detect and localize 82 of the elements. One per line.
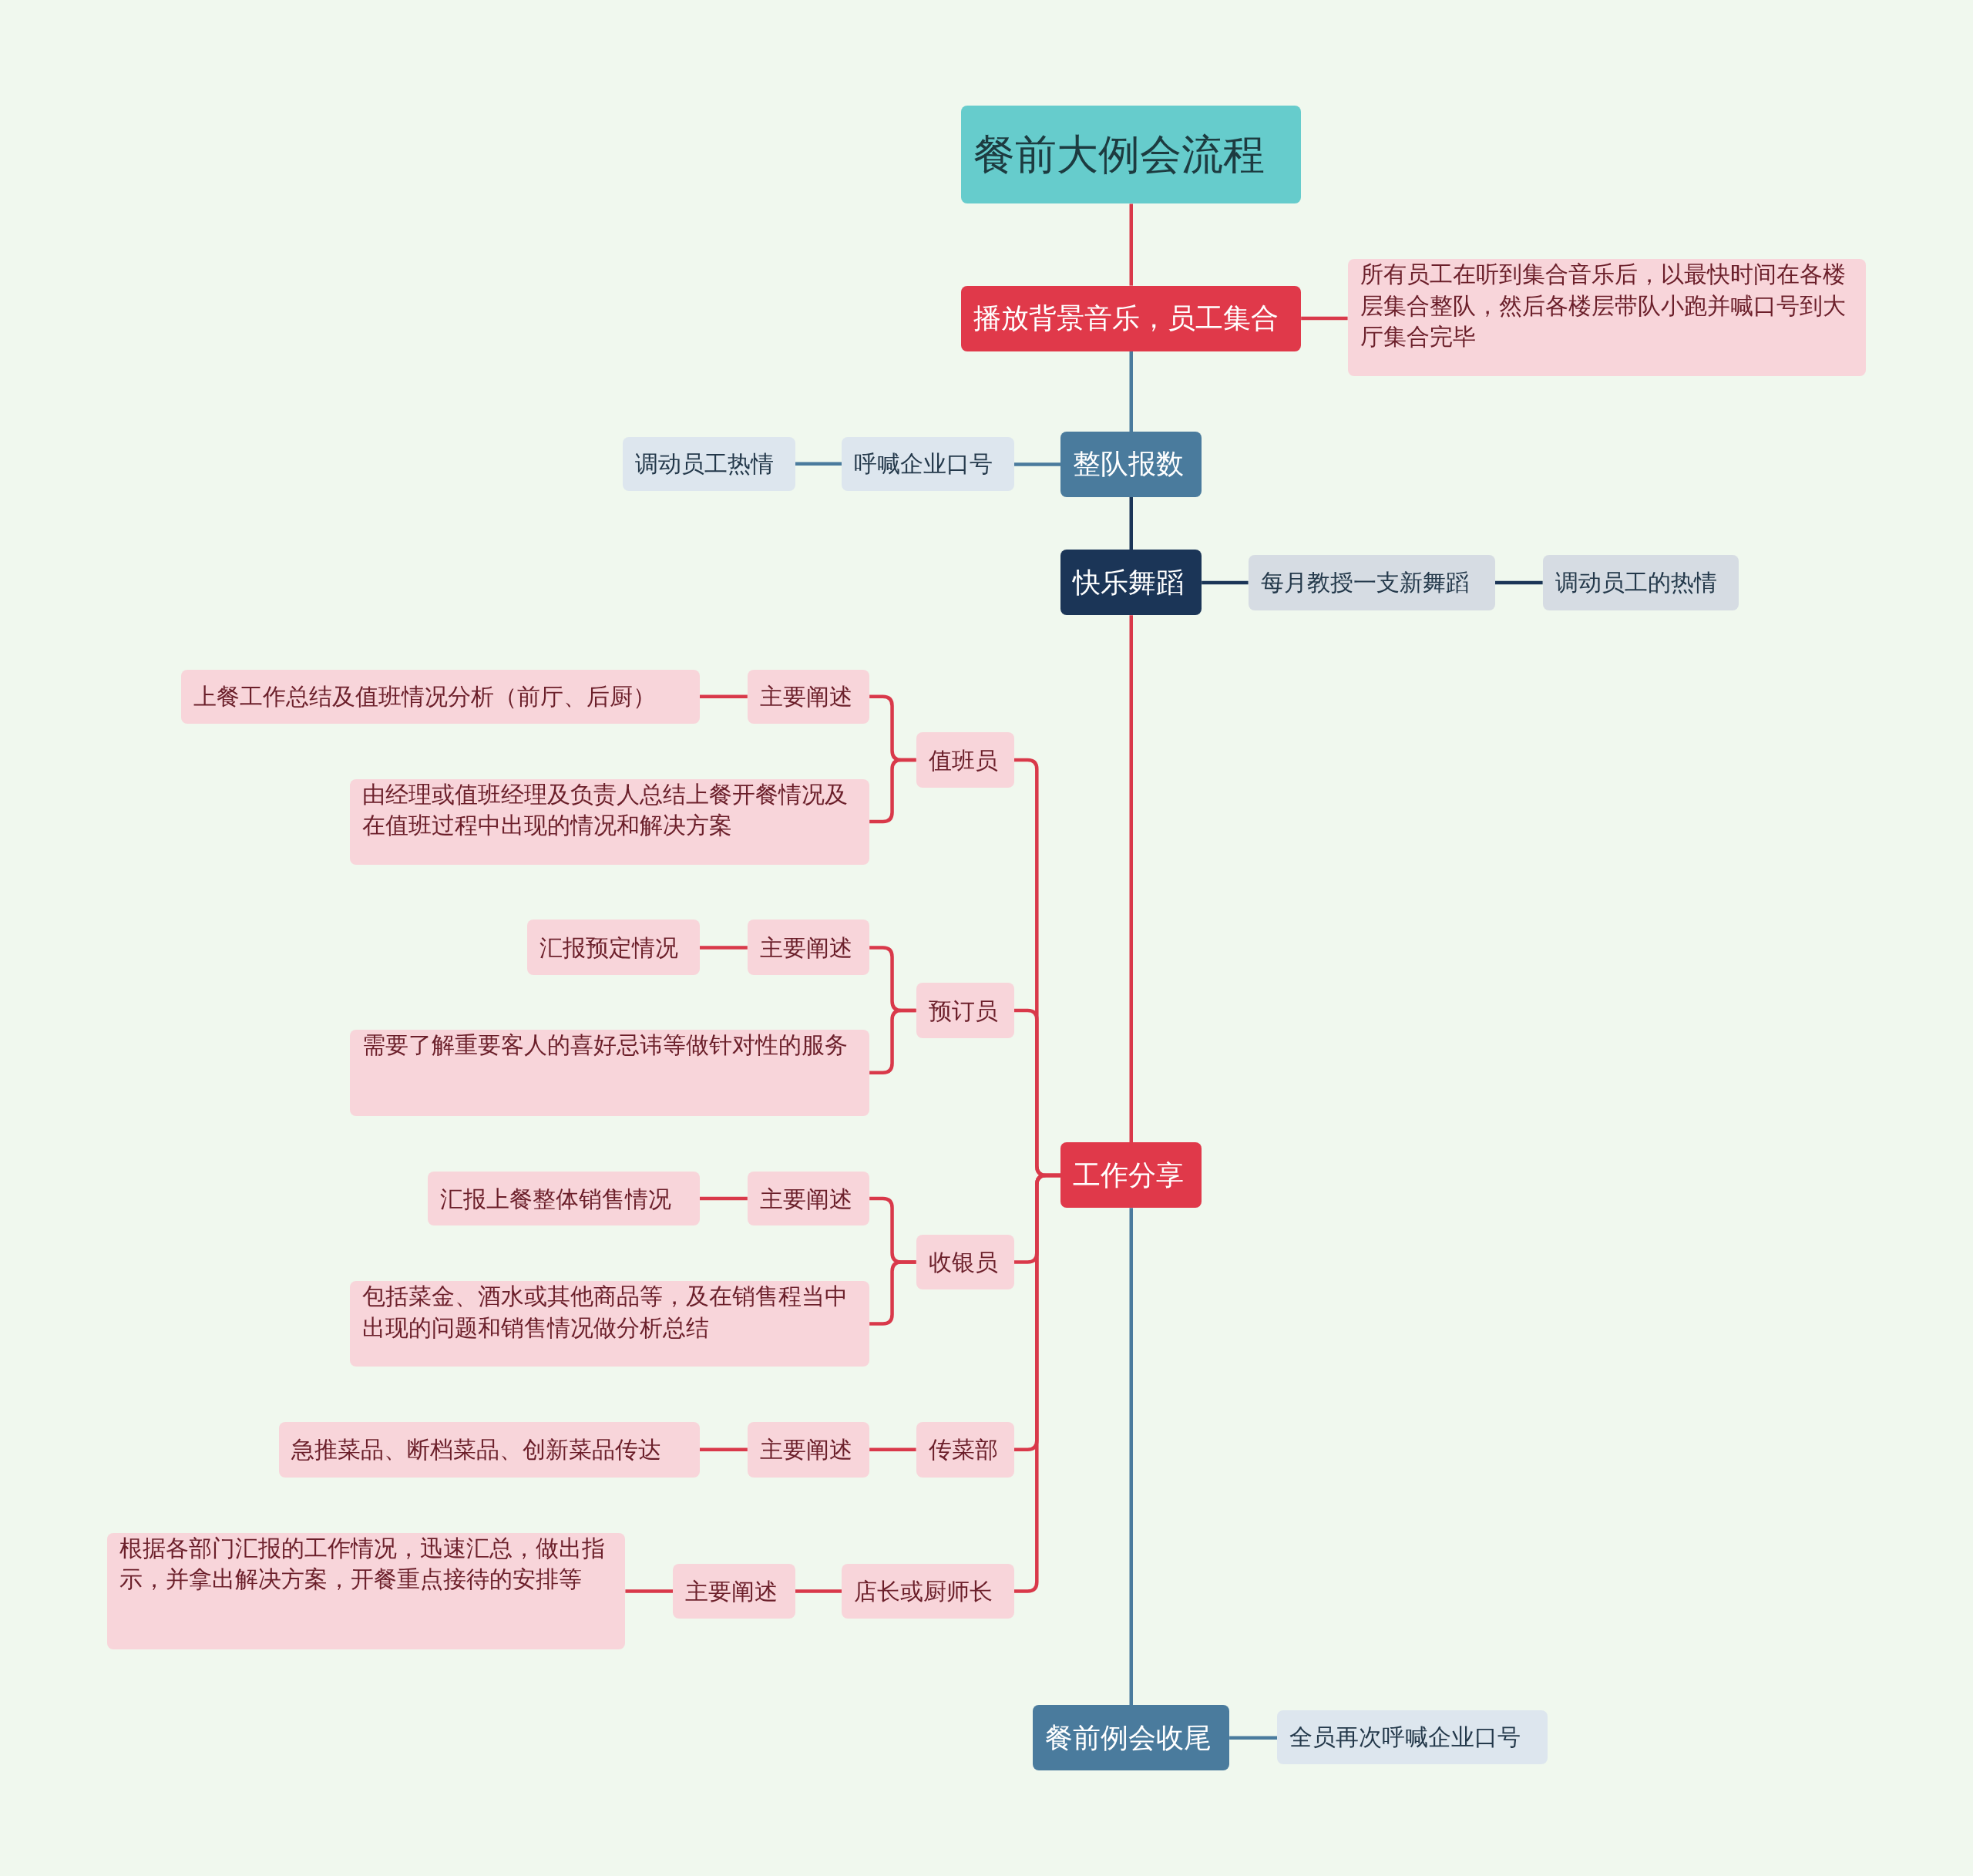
node-text: 餐前例会收尾 — [1045, 1720, 1212, 1755]
node-text: 需要了解重要客人的喜好忌讳等做针对性的服务 — [361, 1030, 848, 1060]
topic-node — [916, 1421, 1014, 1478]
node-text: 店长或厨师长 — [854, 1576, 993, 1606]
connector-line — [1202, 580, 1249, 585]
topic-node — [747, 920, 870, 976]
node-text: 预订员 — [928, 996, 998, 1026]
branch-node — [1060, 550, 1202, 616]
node-text: 由经理或值班经理及负责人总结上餐开餐情况及在值班过程中出现的情况和解决方案 — [361, 779, 849, 841]
note-node — [349, 778, 870, 865]
topic-node — [842, 1564, 1014, 1619]
connector-line — [699, 946, 748, 950]
node-text: 急推菜品、断档菜品、创新菜品传达 — [291, 1435, 662, 1465]
connector-line — [1013, 462, 1061, 466]
node-text: 传菜部 — [928, 1435, 998, 1465]
connector-line — [869, 758, 916, 824]
connector-line — [1229, 1736, 1278, 1740]
connector-line — [699, 694, 748, 698]
topic-node — [747, 1172, 870, 1226]
node-text: 包括菜金、酒水或其他商品等，及在销售程当中出现的问题和销售情况做分析总结 — [361, 1282, 849, 1343]
title-node — [961, 106, 1302, 204]
connector-line — [869, 1008, 916, 1075]
topic-node — [916, 1234, 1014, 1290]
topic-node — [747, 1421, 870, 1478]
node-text: 快乐舞蹈 — [1073, 565, 1185, 600]
topic-node — [747, 669, 870, 724]
node-text: 调动员工热情 — [635, 449, 775, 479]
node-text: 主要阐述 — [759, 1184, 852, 1214]
topic-node — [1542, 555, 1739, 610]
topic-node — [916, 983, 1014, 1038]
connector-line — [1301, 316, 1348, 321]
topic-node — [623, 436, 795, 491]
node-text: 整队报数 — [1073, 447, 1185, 482]
connector-line — [795, 1589, 842, 1593]
note-node — [349, 1281, 870, 1367]
branch-node — [961, 285, 1302, 351]
note-node — [106, 1532, 626, 1650]
node-text: 工作分享 — [1073, 1158, 1185, 1192]
node-text: 主要阐述 — [759, 933, 852, 963]
connector-line — [1129, 1208, 1133, 1706]
topic-node — [428, 1172, 700, 1226]
connector-line — [625, 1589, 674, 1593]
branch-node — [1060, 1142, 1202, 1209]
note-node — [1347, 259, 1867, 377]
node-text: 播放背景音乐，员工集合 — [973, 301, 1279, 336]
node-text: 所有员工在听到集合音乐后，以最快时间在各楼层集合整队，然后各楼层带队小跑并喊口号到大厅集合完毕 — [1360, 260, 1847, 352]
topic-node — [1277, 1710, 1548, 1764]
node-text: 全员再次呼喊企业口号 — [1289, 1723, 1521, 1753]
topic-node — [916, 732, 1014, 788]
note-node — [349, 1029, 870, 1117]
topic-node — [279, 1421, 700, 1478]
connector-line — [1013, 1173, 1061, 1593]
node-text: 调动员工的热情 — [1555, 568, 1717, 598]
node-text: 汇报上餐整体销售情况 — [440, 1184, 672, 1214]
node-text: 主要阐述 — [685, 1576, 778, 1606]
connector-line — [699, 1447, 748, 1452]
node-text: 收银员 — [928, 1248, 998, 1278]
topic-node — [527, 920, 700, 976]
topic-node — [842, 436, 1014, 491]
branch-node — [1033, 1705, 1230, 1771]
node-text: 每月教授一支新舞蹈 — [1260, 568, 1469, 598]
connector-line — [1129, 351, 1133, 432]
connector-line — [1494, 580, 1543, 585]
connector-line — [1129, 496, 1133, 550]
topic-node — [1248, 555, 1495, 610]
branch-node — [1060, 432, 1202, 497]
connector-line — [869, 1447, 916, 1452]
node-text: 主要阐述 — [759, 1435, 852, 1465]
node-text: 呼喊企业口号 — [854, 449, 993, 479]
node-text: 根据各部门汇报的工作情况，迅速汇总，做出指示，并拿出解决方案，开餐重点接待的安排等 — [119, 1533, 606, 1595]
node-text: 值班员 — [928, 745, 998, 775]
connector-line — [699, 1196, 748, 1201]
node-text: 主要阐述 — [759, 682, 852, 712]
topic-node — [673, 1564, 795, 1619]
node-text: 上餐工作总结及值班情况分析（前厅、后厨） — [193, 682, 657, 712]
node-text: 汇报预定情况 — [539, 933, 679, 963]
connector-line — [869, 1260, 916, 1326]
node-text: 餐前大例会流程 — [973, 129, 1265, 181]
topic-node — [181, 669, 700, 724]
connector-line — [1129, 615, 1133, 1143]
connector-line — [795, 462, 842, 466]
connector-line — [1129, 203, 1133, 286]
